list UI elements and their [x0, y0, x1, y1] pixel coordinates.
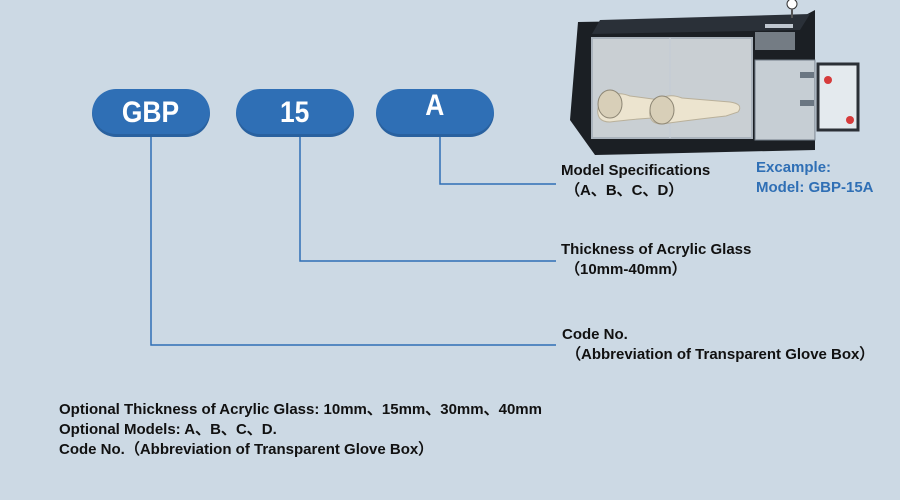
code-pill-gbp-text: GBP: [122, 96, 180, 129]
code-pill-thickness: 15: [236, 89, 354, 137]
code-no-description: Code No. （Abbreviation of Transparent Gl…: [562, 325, 874, 365]
code-pill-model-text: A: [425, 89, 445, 122]
code-pill-gbp: GBP: [92, 89, 210, 137]
model-spec-description: Model Specifications （A、B、C、D）: [561, 161, 710, 201]
connector-model: [439, 137, 556, 185]
model-spec-title: Model Specifications: [561, 162, 711, 179]
thickness-description: Thickness of Acrylic Glass （10mm-40mm）: [561, 240, 751, 280]
notes-line3: Code No.（Abbreviation of Transparent Glo…: [59, 441, 434, 458]
model-spec-sub: （A、B、C、D）: [565, 182, 684, 199]
example-line1: Excample:: [756, 159, 832, 176]
code-no-sub: （Abbreviation of Transparent Glove Box）: [566, 346, 875, 363]
acrylic-glove-box-image: [570, 0, 860, 155]
connector-thickness: [299, 137, 556, 262]
notes-line1: Optional Thickness of Acrylic Glass: 10m…: [59, 401, 542, 418]
notes: Optional Thickness of Acrylic Glass: 10m…: [59, 400, 542, 460]
code-no-title: Code No.: [562, 326, 628, 343]
code-pill-model: A: [376, 89, 494, 137]
connector-code: [150, 137, 556, 346]
thickness-sub: （10mm-40mm）: [565, 261, 687, 278]
thickness-title: Thickness of Acrylic Glass: [561, 241, 752, 258]
notes-line2: Optional Models: A、B、C、D.: [59, 421, 277, 438]
code-pill-thickness-text: 15: [280, 96, 310, 129]
example-label: Excample: Model: GBP-15A: [756, 158, 874, 198]
example-line2: Model: GBP-15A: [756, 179, 874, 196]
